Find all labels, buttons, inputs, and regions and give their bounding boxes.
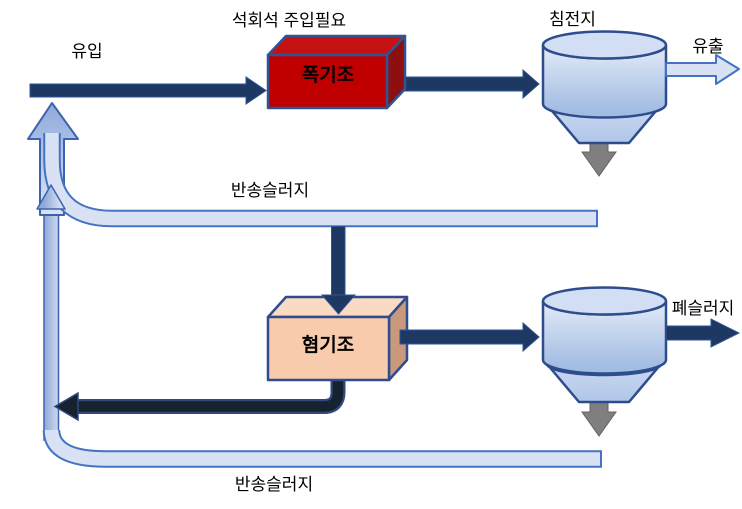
clarifier-bottom — [541, 286, 668, 437]
anaerobic-to-clarifier-arrow — [399, 321, 540, 353]
anaerobic-tank-label: 혐기조 — [301, 335, 355, 356]
outflow-arrow — [665, 54, 740, 85]
return-riser-pipe — [43, 204, 60, 441]
aeration-to-clarifier-arrow — [397, 68, 540, 100]
anaerobic-return-pipe — [53, 372, 346, 422]
aeration-tank-label: 폭기조 — [301, 65, 355, 86]
return-to-anaerobic-arrow — [320, 226, 357, 315]
return-pipe-top — [43, 133, 598, 228]
outflow-label: 유출 — [692, 37, 724, 56]
waste-sludge-arrow — [665, 318, 741, 348]
aeration-tank-box — [266, 34, 407, 110]
limestone-note-label: 석회석 주입필요 — [231, 11, 347, 30]
inflow-label: 유입 — [71, 42, 103, 61]
clarifier-top — [541, 30, 668, 177]
underflow-arrow-bottom — [581, 398, 617, 437]
return-pipe-bottom — [42, 429, 602, 468]
return-sludge-bottom-label: 반송슬러지 — [234, 475, 314, 494]
riser-arrowhead — [36, 184, 66, 210]
clarifier-top-label: 침전지 — [549, 10, 596, 29]
inflow-arrow — [29, 76, 267, 105]
return-sludge-top-label: 반송슬러지 — [230, 181, 310, 200]
waste-sludge-label: 폐슬러지 — [671, 299, 735, 318]
underflow-arrow-top — [581, 138, 617, 177]
